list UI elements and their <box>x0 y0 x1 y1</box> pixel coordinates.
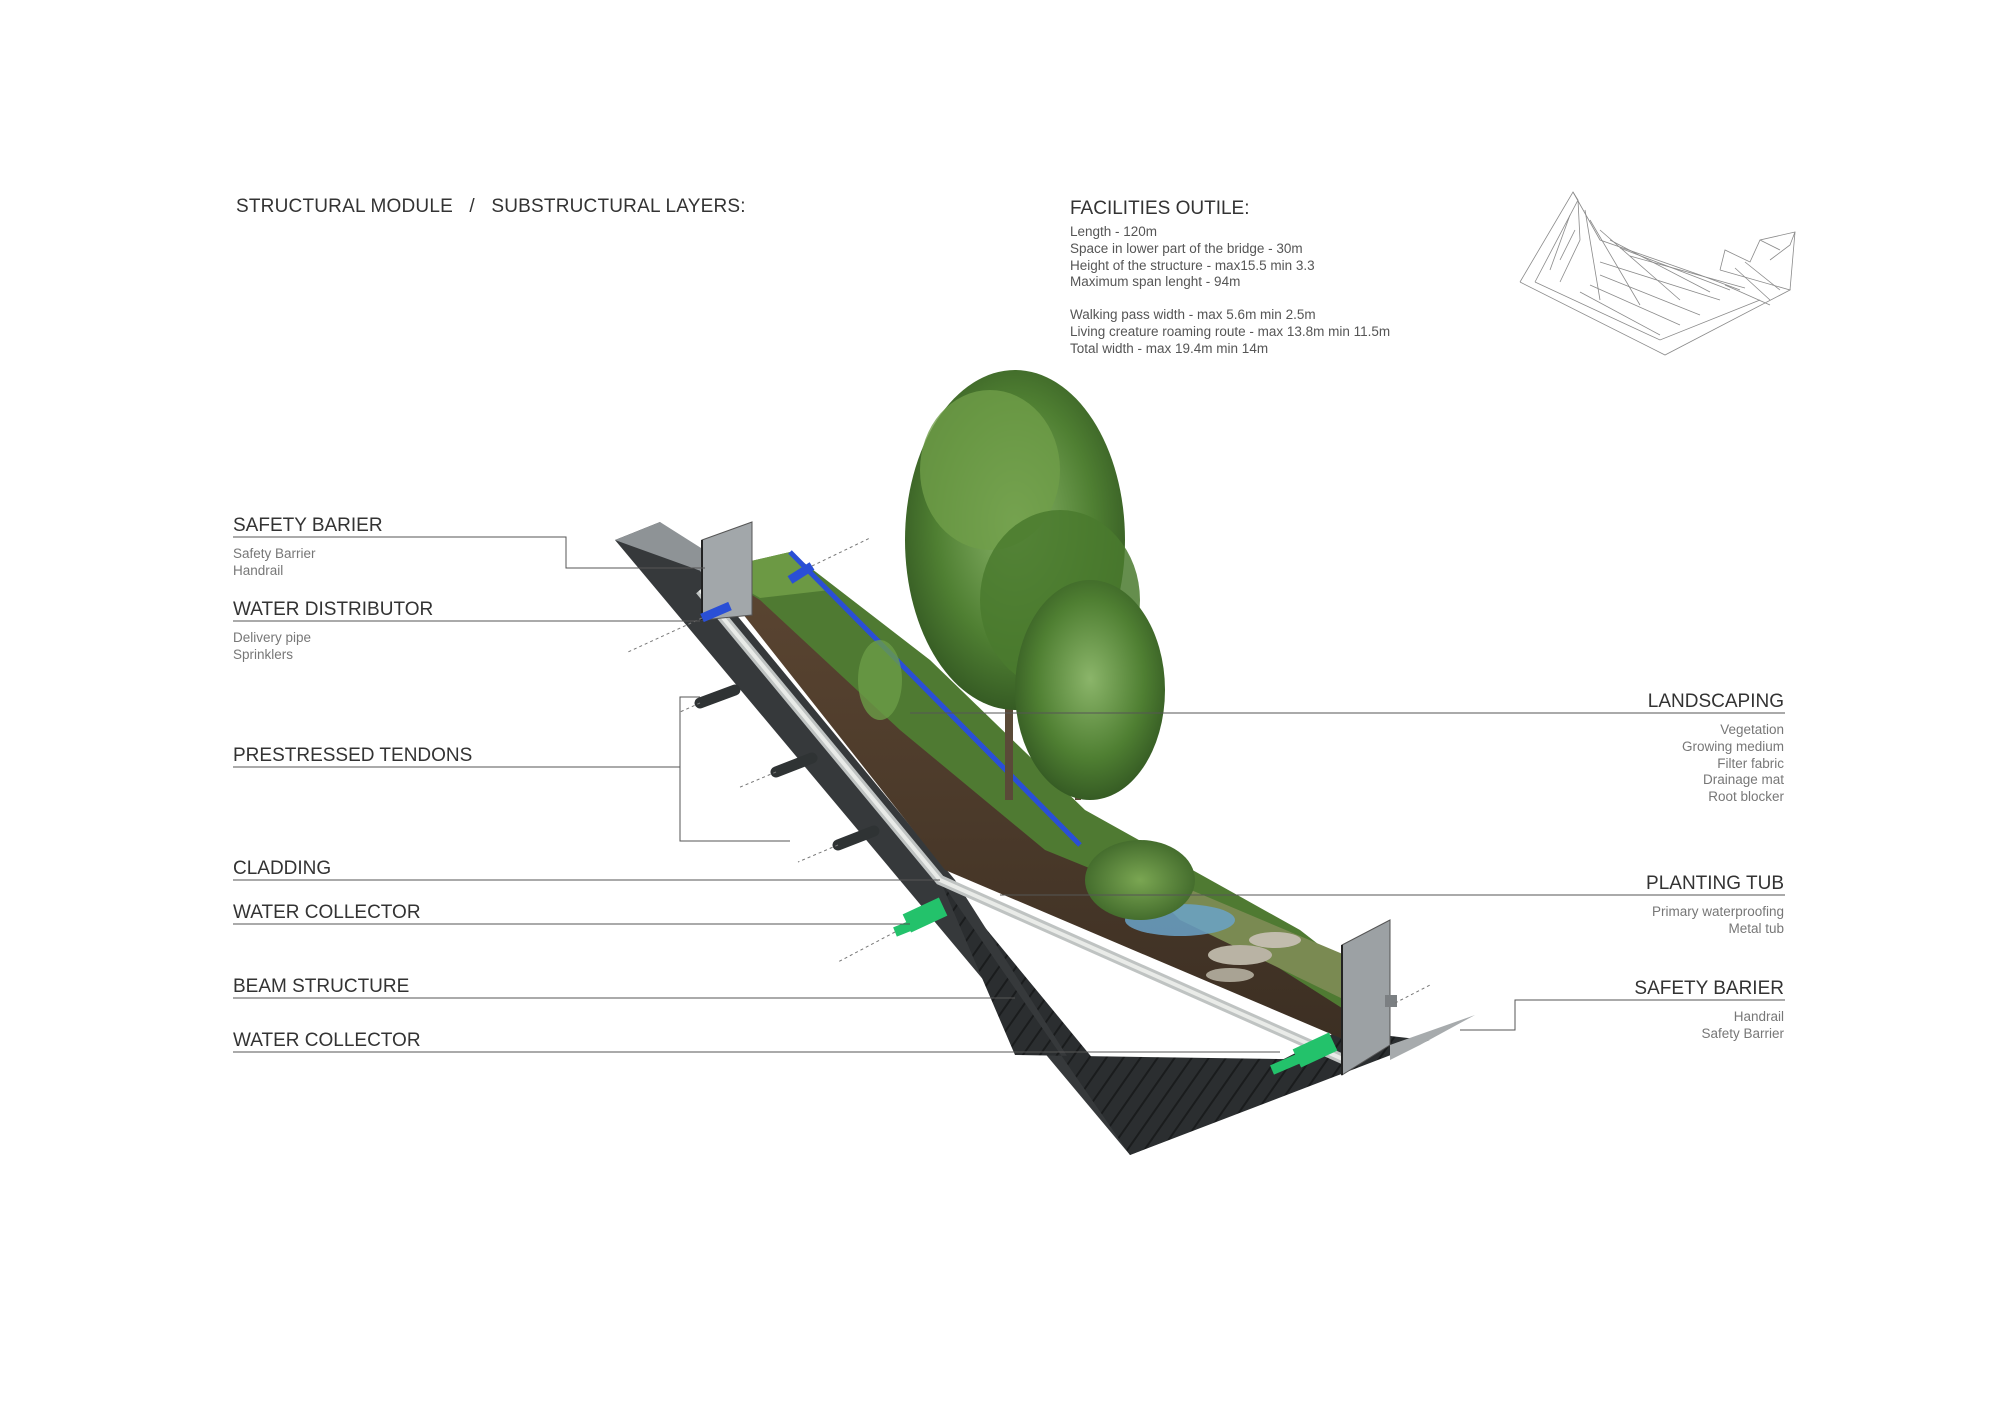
facilities-outline: FACILITIES OUTILE: Length - 120m Space i… <box>1070 198 1390 358</box>
label-beam-structure: BEAM STRUCTURE <box>233 976 409 998</box>
label-prestressed-tendons: PRESTRESSED TENDONS <box>233 745 472 767</box>
label-item: Vegetation <box>1720 722 1784 737</box>
water-collector-left <box>893 897 948 937</box>
facility-height: Height of the structure - max15.5 min 3.… <box>1070 257 1315 273</box>
label-item: Primary waterproofing <box>1651 904 1784 919</box>
dotted-extensions <box>627 537 1431 1004</box>
label-title: PRESTRESSED TENDONS <box>233 745 473 766</box>
label-item: Drainage mat <box>1702 772 1784 788</box>
label-item: Growing medium <box>1681 738 1784 754</box>
facility-walking-width: Walking pass width - max 5.6m min 2.5m <box>1070 307 1316 323</box>
facilities-title: FACILITIES OUTILE: <box>1070 198 1250 219</box>
facility-lower-space: Space in lower part of the bridge - 30m <box>1070 240 1303 256</box>
label-cladding: CLADDING <box>233 858 331 880</box>
label-item: Handrail <box>1733 1009 1784 1024</box>
facility-span: Maximum span lenght - 94m <box>1070 274 1241 290</box>
label-safety-barier-left: SAFETY BARIER Safety Barrier Handrail <box>233 515 383 580</box>
water-distributor-pipe <box>700 562 815 623</box>
label-title: PLANTING TUB <box>1646 873 1784 894</box>
label-item: Metal tub <box>1728 920 1784 936</box>
prestressed-tendons <box>694 684 880 851</box>
label-safety-barier-right: SAFETY BARIER Handrail Safety Barrier <box>1634 978 1784 1043</box>
label-item: Filter fabric <box>1717 755 1784 771</box>
label-item: Safety Barrier <box>1701 1025 1784 1041</box>
facility-length: Length - 120m <box>1070 224 1158 239</box>
tree-canopy-2 <box>1015 580 1165 800</box>
label-title: CLADDING <box>233 858 332 879</box>
beam-lower-face <box>940 880 1430 1155</box>
label-title: WATER DISTRIBUTOR <box>233 599 434 620</box>
leader-lines <box>233 536 1785 1053</box>
label-item: Handrail <box>233 562 284 578</box>
label-title: BEAM STRUCTURE <box>233 976 410 997</box>
label-water-collector-2: WATER COLLECTOR <box>233 1030 421 1052</box>
label-title: SAFETY BARIER <box>1634 978 1784 999</box>
stepping-stone <box>1208 945 1272 965</box>
facility-creature-route: Living creature roaming route - max 13.8… <box>1070 323 1391 339</box>
label-item: Safety Barrier <box>233 546 316 561</box>
facility-total-width: Total width - max 19.4m min 14m <box>1070 340 1269 356</box>
safety-barrier-right-walkway <box>1390 1015 1475 1060</box>
water-collector-right <box>1270 1032 1338 1075</box>
waterproof-edge <box>788 550 1082 847</box>
bridge-perspective-sketch <box>1519 191 1796 356</box>
label-title: SAFETY BARIER <box>233 515 383 536</box>
label-planting-tub: PLANTING TUB Primary waterproofing Metal… <box>1646 873 1784 938</box>
label-water-collector-1: WATER COLLECTOR <box>233 902 421 924</box>
bush <box>1085 840 1195 920</box>
label-title: WATER COLLECTOR <box>233 1030 421 1051</box>
label-item: Root blocker <box>1708 789 1784 805</box>
label-item: Delivery pipe <box>233 630 312 645</box>
label-landscaping: LANDSCAPING Vegetation Growing medium Fi… <box>1648 691 1784 806</box>
safety-barrier-left-walkway <box>615 522 720 575</box>
page-title: STRUCTURAL MODULE / SUBSTRUCTURAL LAYERS… <box>236 196 746 217</box>
label-water-distributor: WATER DISTRIBUTOR Delivery pipe Sprinkle… <box>233 599 433 664</box>
label-item: Sprinklers <box>233 646 294 662</box>
label-title: WATER COLLECTOR <box>233 902 421 923</box>
label-title: LANDSCAPING <box>1647 691 1784 712</box>
